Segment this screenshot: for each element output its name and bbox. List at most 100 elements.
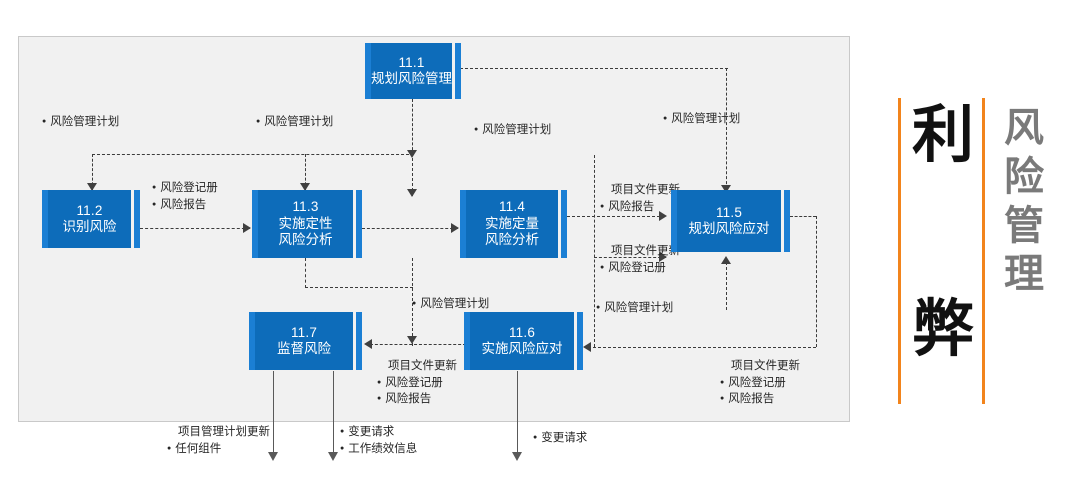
box-body: 11.7 监督风险 xyxy=(255,312,353,370)
deco-title-vertical: 风 险 管 理 xyxy=(994,104,1054,299)
arrowhead-11-5-bottom xyxy=(721,256,731,264)
arrowhead-11-3-left xyxy=(243,223,251,233)
box-name: 规划风险应对 xyxy=(688,221,770,236)
label-pm-plan-update: 项目管理计划更新 任何组件 xyxy=(167,424,270,457)
box-left-edge xyxy=(464,312,470,370)
label-risk-register-report-1: 风险登记册 风险报告 xyxy=(152,180,218,213)
deco-char-2: 险 xyxy=(1004,153,1044,200)
box-name-line1: 实施定性 xyxy=(278,215,333,231)
label-plan-top-3: 风险管理计划 xyxy=(474,122,551,139)
box-number: 11.4 xyxy=(498,199,526,215)
deco-char-1: 风 xyxy=(1004,105,1044,151)
label-doc-update-block-right: 项目文件更新 风险登记册 风险报告 xyxy=(720,358,800,408)
output-arrow-1 xyxy=(268,452,278,461)
connector-mid-vertical-594 xyxy=(594,155,595,347)
box-number: 11.1 xyxy=(398,54,425,70)
process-box-11-7[interactable]: 11.7 监督风险 xyxy=(249,312,362,370)
label-line: 风险登记册 xyxy=(377,375,457,392)
connector-11-5-right-out xyxy=(790,216,816,217)
arrowhead-11-5-left-lower xyxy=(659,252,667,262)
box-number: 11.6 xyxy=(508,324,536,340)
deco-big-char-top: 利 xyxy=(911,98,974,171)
label-change-request-1: 变更请求 工作绩效信息 xyxy=(340,424,417,457)
label-line: 风险报告 xyxy=(720,391,800,408)
box-left-edge xyxy=(671,190,677,252)
arrowhead-bus-down-412 xyxy=(407,336,417,344)
connector-11-6-up-to-11-5 xyxy=(726,262,727,310)
box-number: 11.3 xyxy=(292,199,319,215)
label-line: 风险管理计划 xyxy=(474,122,551,139)
label-line: 风险管理计划 xyxy=(663,111,740,128)
deco-char-4: 理 xyxy=(1004,251,1044,298)
connector-11-1-right xyxy=(460,68,728,69)
arrowhead-11-5-top xyxy=(721,185,731,193)
connector-11-3-right-bus xyxy=(305,287,413,288)
output-arrow-2 xyxy=(328,452,338,461)
connector-into-11-4 xyxy=(412,158,413,196)
process-box-11-5[interactable]: 11.5 规划风险应对 xyxy=(671,190,790,252)
box-right-edge xyxy=(134,190,140,248)
label-line: 风险报告 xyxy=(377,391,457,408)
connector-11-3-down xyxy=(305,258,306,288)
box-name-line2: 风险分析 xyxy=(278,232,333,248)
box-body: 11.4 实施定量 风险分析 xyxy=(466,190,558,258)
arrowhead-11-3-top xyxy=(300,183,310,191)
connector-11-6-to-11-7 xyxy=(370,344,466,345)
output-line-1 xyxy=(273,371,274,456)
process-box-11-4[interactable]: 11.4 实施定量 风险分析 xyxy=(460,190,567,258)
arrowhead-11-2-top xyxy=(87,183,97,191)
label-line: 项目文件更新 xyxy=(731,360,800,372)
connector-11-1-down xyxy=(412,99,413,155)
box-name: 识别风险 xyxy=(62,219,117,234)
output-line-2 xyxy=(333,371,334,456)
label-line: 项目文件更新 xyxy=(388,360,457,372)
label-plan-top-4: 风险管理计划 xyxy=(663,111,740,128)
box-body: 11.3 实施定性 风险分析 xyxy=(258,190,353,258)
box-gap xyxy=(131,190,134,248)
connector-top-bus-left xyxy=(92,154,414,155)
arrowhead-11-5-left xyxy=(659,211,667,221)
box-right-edge xyxy=(356,312,362,370)
box-body: 11.1 规划风险管理 xyxy=(371,43,452,99)
box-gap xyxy=(452,43,455,99)
connector-to-11-5-down xyxy=(726,68,727,189)
deco-char-3: 管 xyxy=(1004,202,1044,249)
arrowhead-11-4-top xyxy=(407,189,417,197)
box-name-line1: 实施定量 xyxy=(485,215,539,231)
label-line: 任何组件 xyxy=(167,441,270,458)
label-plan-top-2: 风险管理计划 xyxy=(256,114,333,131)
box-name: 实施风险应对 xyxy=(481,341,563,356)
label-plan-top-1: 风险管理计划 xyxy=(42,114,119,131)
box-right-edge xyxy=(455,43,461,99)
box-number: 11.7 xyxy=(290,324,318,340)
arrowhead-11-6-right xyxy=(583,342,591,352)
label-line: 风险登记册 xyxy=(720,375,800,392)
connector-to-11-5-lower-left xyxy=(594,257,666,258)
label-change-request-2: 变更请求 xyxy=(533,430,587,447)
label-line: 风险登记册 xyxy=(152,180,218,197)
label-doc-update-report: 项目文件更新 风险报告 xyxy=(600,182,680,215)
connector-11-3-to-11-4 xyxy=(362,228,458,229)
arrowhead-11-7-right xyxy=(364,339,372,349)
box-gap xyxy=(781,190,784,252)
output-line-3 xyxy=(517,371,518,456)
label-line: 变更请求 xyxy=(340,424,417,441)
process-box-11-3[interactable]: 11.3 实施定性 风险分析 xyxy=(252,190,362,258)
process-box-11-2[interactable]: 11.2 识别风险 xyxy=(42,190,140,248)
connector-down-to-11-3 xyxy=(305,154,306,190)
label-line: 风险管理计划 xyxy=(256,114,333,131)
label-line: 变更请求 xyxy=(533,430,587,447)
box-right-edge xyxy=(561,190,567,258)
process-box-11-6[interactable]: 11.6 实施风险应对 xyxy=(464,312,583,370)
label-line: 工作绩效信息 xyxy=(340,441,417,458)
process-box-11-1[interactable]: 11.1 规划风险管理 xyxy=(365,43,461,99)
arrowhead-into-11-4-top xyxy=(407,150,417,158)
label-doc-update-register: 项目文件更新 风险登记册 xyxy=(600,243,680,276)
accent-rule-left xyxy=(898,98,901,404)
box-name: 规划风险管理 xyxy=(371,71,452,86)
box-name-line2: 风险分析 xyxy=(485,232,539,248)
box-number: 11.2 xyxy=(76,202,103,218)
accent-rule-right xyxy=(982,98,985,404)
box-name: 监督风险 xyxy=(277,341,331,356)
